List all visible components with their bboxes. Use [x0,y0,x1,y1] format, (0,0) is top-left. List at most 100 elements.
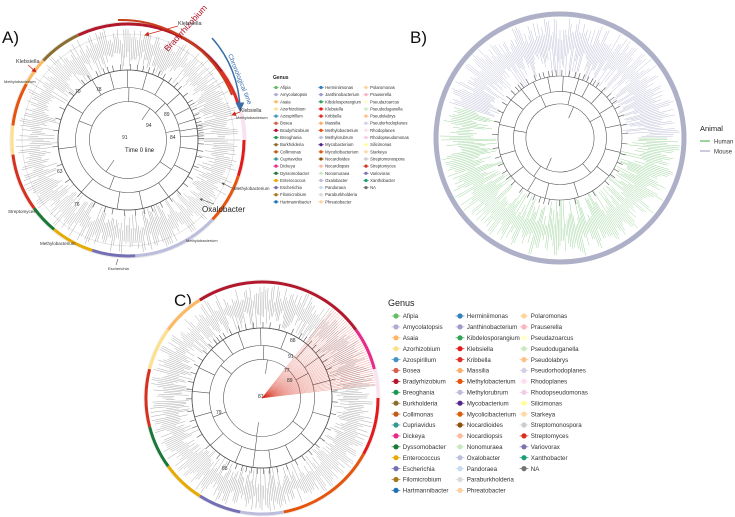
legend-label: Azorhizobium [280,106,306,111]
legend-item: Paraburkholderia [318,192,358,197]
legend-label: Afipia [280,85,291,90]
legend-swatch [521,367,527,374]
legend-swatch [457,476,463,483]
klebsiella-right-arrow [231,111,241,116]
legend-swatch [364,157,368,161]
panel-b-letter: B) [410,28,427,47]
legend-swatch [319,178,323,183]
legend-swatch [457,466,463,472]
bootstrap-a-6: 84 [170,135,176,141]
methylobacterium-bottom-left-label: Methylobacterium [40,241,76,246]
legend-swatch [457,389,463,395]
klebsiella-right-label: Klebsiella [240,108,262,114]
legend-item: Pseudoduganella [519,346,579,353]
legend-item: Pandoraea [455,466,498,473]
legend-swatch [521,389,527,395]
legend-label: Amycolatopsis [280,92,307,97]
panel-c-genus-legend: Genus AfipiaAmycolatopsisAsaiaAzorhizobi… [388,298,588,495]
panel-b-legend-item-human: Human [700,140,733,146]
legend-swatch [393,313,399,319]
legend-label: Pseudolabrys [531,357,569,364]
legend-swatch [364,93,368,97]
legend-item: NA [363,185,376,190]
legend-label: Breoghania [280,135,302,140]
legend-label: Rhodopseudomonas [531,389,588,396]
legend-label: Janthinobacterium [325,92,360,97]
legend-swatch [393,411,399,417]
legend-swatch [364,143,368,147]
legend-label: Nocardiopsis [467,433,503,440]
legend-swatch [393,367,399,374]
legend-label: Asaia [280,99,291,104]
legend-label: Nonomuraea [467,444,503,451]
legend-label: Afipia [403,313,419,320]
legend-swatch [393,357,399,363]
legend-swatch [319,164,323,168]
legend-item: Nocardioides [318,156,350,161]
legend-swatch [274,135,278,140]
legend-swatch [364,135,368,140]
legend-label: Streptomyces [370,164,396,169]
legend-item: Hartmannibacter [273,199,312,204]
legend-label: Bosea [403,368,421,375]
legend-label: Azospirillum [280,114,303,119]
legend-label: Mycobacterium [467,400,509,407]
methylobacterium-bottom-right-label: Methylobacterium [186,238,218,243]
legend-label: Pseudazoarcus [370,99,399,104]
legend-swatch [274,114,278,118]
legend-item: Amycolatopsis [391,324,443,331]
escherichia-label: Escherichia [108,266,129,271]
legend-item: Breoghania [391,389,435,396]
legend-label: Mycobacterium [325,142,354,147]
legend-swatch [274,164,278,168]
legend-swatch [521,422,527,428]
panel-c-legend-items: AfipiaAmycolatopsisAsaiaAzorhizobiumAzos… [391,313,588,495]
oxalobacter-arrow [199,198,215,205]
legend-swatch [457,378,463,384]
legend-item: Rhodopseudomonas [363,135,409,140]
legend-item: Paraburkholderia [455,476,514,484]
oxalobacter-label: Oxalobacter [202,205,245,214]
legend-swatch [319,100,323,104]
bootstrap-a-3: 89 [164,112,170,118]
legend-item: Starkeya [519,411,556,418]
legend-item: Pseudazoarcus [519,335,574,342]
legend-swatch [274,121,278,125]
methylobacterium-right-mid-label: Methylobacterium [234,186,270,191]
legend-swatch [457,411,463,417]
legend-item: Dickeya [273,164,296,169]
legend-label: Pseudazoarcus [531,335,574,342]
legend-item: Phreatobacter [455,488,506,495]
legend-swatch [521,313,527,319]
legend-label: Polaromonas [370,85,395,90]
legend-swatch [319,171,323,175]
legend-item: Massilia [455,368,490,375]
legend-label: Amycolatopsis [403,324,443,331]
tree-b-outer-ring [433,11,687,265]
legend-swatch [457,455,463,461]
legend-item: Silicimonas [363,142,391,147]
legend-label: Massilia [325,121,341,126]
legend-swatch [364,164,368,168]
legend-item: Hartmannibacter [391,488,449,495]
legend-swatch [521,324,527,330]
legend-item: Janthinobacterium [455,324,517,331]
legend-item: Mycolicibacterium [455,411,516,418]
panel-c-letter: C) [174,291,192,310]
legend-item: Pandoraea [318,185,346,190]
legend-item: Phreatobacter [318,199,352,204]
legend-label: Mycolicibacterium [467,411,516,418]
legend-label: Pandoraea [325,185,346,190]
legend-item: Burkholderia [391,400,438,407]
bootstrap-a-1: 70 [75,89,81,95]
legend-label: Pandoraea [467,466,498,473]
legend-swatch [457,400,463,406]
panel-a-genus-legend: Genus AfipiaAmycolatopsisAsaiaAzorhizobi… [273,75,409,204]
legend-item: Asaia [391,335,419,342]
legend-swatch [274,85,278,90]
legend-label: Filomicrobium [280,192,307,197]
legend-item: Variovorax [519,444,561,451]
legend-label: Escherichia [403,466,436,473]
legend-swatch [393,444,399,450]
legend-item: Methylobacterium [318,128,359,133]
